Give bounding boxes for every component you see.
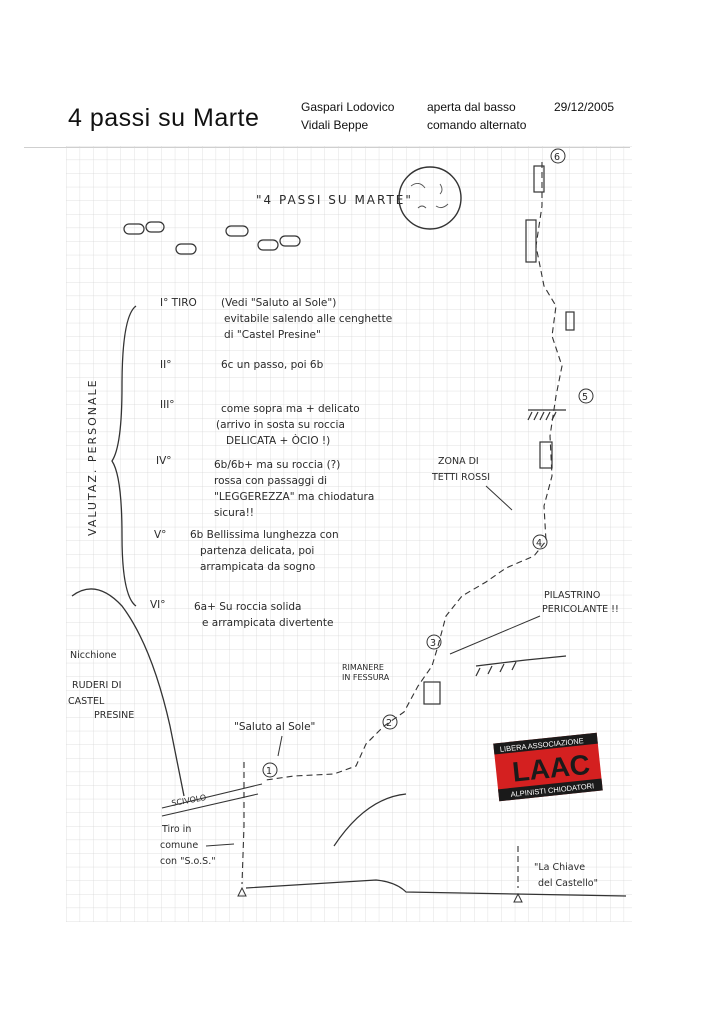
rock-features: [245, 165, 627, 897]
saluto-label: "Saluto al Sole": [234, 721, 315, 733]
zona-arrow: [485, 485, 513, 511]
date: 29/12/2005: [554, 100, 615, 114]
brace: [111, 305, 137, 607]
route-title: 4 passi su Marte: [68, 104, 260, 132]
climbers-block: Gaspari Lodovico Vidali Beppe: [301, 98, 394, 134]
svg-text:IV°: IV°: [156, 455, 172, 467]
pitch-5: V° 6b Bellissima lunghezza con partenza …: [154, 529, 339, 573]
ruderi-label: RUDERI DI: [72, 680, 121, 691]
rimanere-label: RIMANERE: [342, 663, 384, 672]
svg-text:arrampicata da sogno: arrampicata da sogno: [200, 561, 315, 573]
pilastrino-arrow: [449, 615, 541, 655]
tiro-comune-label: con "S.o.S.": [160, 856, 216, 867]
svg-text:V°: V°: [154, 529, 166, 541]
svg-text:"LEGGEREZZA" ma chiodatura: "LEGGEREZZA" ma chiodatura: [214, 491, 374, 503]
svg-text:II°: II°: [160, 359, 171, 371]
ruderi-label: PRESINE: [94, 710, 134, 721]
svg-text:VI°: VI°: [150, 599, 166, 611]
svg-text:(Vedi "Saluto al Sole"): (Vedi "Saluto al Sole"): [221, 297, 336, 309]
svg-text:rossa con passaggi di: rossa con passaggi di: [214, 475, 327, 487]
svg-text:6: 6: [554, 152, 560, 163]
climber-name: Gaspari Lodovico: [301, 100, 395, 114]
nicchione-arch: [71, 588, 185, 797]
svg-text:III°: III°: [160, 399, 175, 411]
rimanere-label: IN FESSURA: [342, 673, 390, 682]
svg-text:evitabile salendo alle cenghet: evitabile salendo alle cenghette: [224, 313, 392, 325]
approach-line: [241, 762, 245, 885]
zona-label: ZONA DI: [438, 456, 479, 467]
saluto-arrow: [277, 735, 283, 757]
tiro-comune-label: Tiro in: [161, 824, 191, 835]
laac-logo: LIBERA ASSOCIAZIONE LAAC ALPINISTI CHIOD…: [493, 732, 603, 802]
svg-text:(arrivo in sosta su roccia: (arrivo in sosta su roccia: [216, 419, 345, 431]
chiave-label: del Castello": [538, 878, 598, 889]
mars-planet-icon: [398, 166, 462, 230]
zona-label: TETTI ROSSI: [431, 472, 490, 483]
svg-text:sicura!!: sicura!!: [214, 507, 254, 519]
style-block: aperta dal basso comando alternato: [427, 98, 526, 134]
svg-text:I° TIRO: I° TIRO: [160, 297, 197, 309]
topo-sketch: "4 PASSI SU MARTE" VALUTAZ. PERSONALE I°…: [66, 146, 632, 922]
svg-text:DELICATA + ÒCIO !): DELICATA + ÒCIO !): [226, 434, 330, 447]
climber-name: Vidali Beppe: [301, 118, 369, 132]
pitch-2: II° 6c un passo, poi 6b: [160, 359, 324, 371]
grid-paper: [66, 146, 632, 922]
pitch-1: I° TIRO (Vedi "Saluto al Sole") evitabil…: [160, 297, 392, 341]
style-line: comando alternato: [427, 118, 527, 132]
svg-text:come sopra ma + delicato: come sopra ma + delicato: [221, 403, 360, 415]
pilastrino-label: PERICOLANTE !!: [542, 604, 619, 615]
tiro-comune-label: comune: [160, 840, 198, 851]
svg-text:di "Castel Presine": di "Castel Presine": [224, 329, 321, 341]
sketch-title: "4 PASSI SU MARTE": [256, 193, 413, 207]
ruderi-label: CASTEL: [68, 696, 105, 707]
footprints-icon: [123, 221, 301, 255]
svg-text:6a+ Su roccia solida: 6a+ Su roccia solida: [194, 601, 301, 613]
svg-text:6b/6b+ ma su roccia (?): 6b/6b+ ma su roccia (?): [214, 459, 340, 471]
belay-markers: 6 5 4 3 2 1: [262, 148, 594, 778]
route-line: [265, 162, 563, 781]
scivolo-lines: [161, 783, 263, 817]
valutaz-label: VALUTAZ. PERSONALE: [86, 378, 99, 536]
pitch-3: III° come sopra ma + delicato (arrivo in…: [160, 399, 360, 447]
chiave-label: "La Chiave: [534, 862, 585, 873]
svg-text:6b Bellissima lunghezza con: 6b Bellissima lunghezza con: [190, 529, 339, 541]
svg-text:6c un passo, poi 6b: 6c un passo, poi 6b: [221, 359, 324, 371]
svg-text:5: 5: [582, 392, 588, 403]
tiro-arrow: [205, 843, 235, 847]
svg-text:partenza delicata, poi: partenza delicata, poi: [200, 545, 314, 557]
svg-text:e arrampicata divertente: e arrampicata divertente: [202, 617, 333, 629]
svg-text:2: 2: [386, 718, 392, 729]
svg-text:1: 1: [266, 766, 272, 777]
start-markers: [237, 886, 523, 903]
pilastrino-label: PILASTRINO: [544, 590, 600, 601]
nicchione-label: Nicchione: [70, 650, 117, 661]
pitch-list: I° TIRO (Vedi "Saluto al Sole") evitabil…: [150, 297, 392, 629]
style-line: aperta dal basso: [427, 100, 516, 114]
svg-text:4: 4: [536, 538, 542, 549]
svg-text:3: 3: [430, 638, 436, 649]
pitch-4: IV° 6b/6b+ ma su roccia (?) rossa con pa…: [156, 455, 374, 519]
pitch-6: VI° 6a+ Su roccia solida e arrampicata d…: [150, 599, 333, 629]
